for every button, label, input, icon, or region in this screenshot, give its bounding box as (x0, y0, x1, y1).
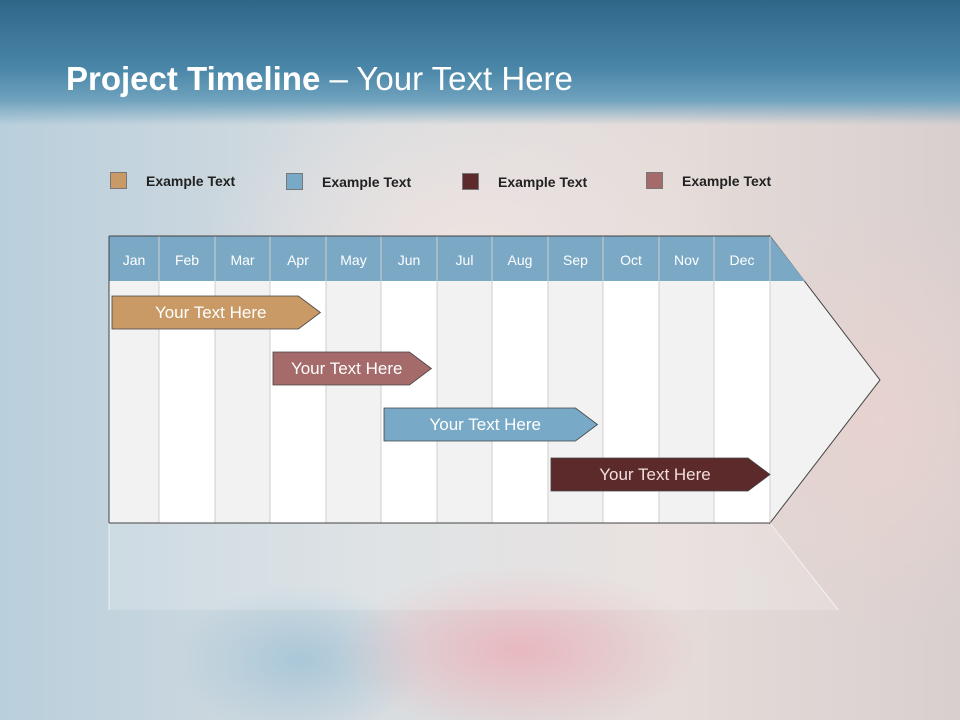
task-bar (272, 351, 433, 386)
month-header (437, 236, 492, 281)
month-label: Aug (508, 252, 533, 268)
legend-label: Example Text (322, 174, 412, 190)
month-header (215, 236, 270, 281)
task-bar (550, 457, 771, 492)
month-column (437, 281, 492, 523)
task-label: Your Text Here (429, 415, 541, 434)
month-header (548, 236, 603, 281)
month-header (381, 236, 437, 281)
legend-label: Example Text (682, 173, 772, 189)
title-bar (0, 0, 960, 125)
month-header (714, 236, 770, 281)
month-header (270, 236, 326, 281)
arrow-head-band (770, 236, 805, 281)
task-bar (111, 295, 322, 330)
title-rest: – Your Text Here (320, 60, 573, 97)
month-label: Oct (620, 252, 642, 268)
legend-swatch (286, 173, 303, 190)
title-bold: Project Timeline (66, 60, 321, 97)
task-label: Your Text Here (291, 359, 403, 378)
month-column (326, 281, 381, 523)
month-label: Mar (230, 252, 254, 268)
task-label: Your Text Here (155, 303, 267, 322)
month-header (159, 236, 215, 281)
month-header (109, 236, 159, 281)
task-label: Your Text Here (599, 465, 711, 484)
month-header (326, 236, 381, 281)
month-label: Sep (563, 252, 588, 268)
month-label: Jul (456, 252, 474, 268)
page-title: Project Timeline – Your Text Here (66, 60, 573, 98)
task-bar (383, 407, 599, 442)
month-header (492, 236, 548, 281)
legend-swatch (646, 172, 663, 189)
month-label: Jan (123, 252, 146, 268)
month-header (603, 236, 659, 281)
legend-swatch (110, 172, 127, 189)
timeline-reflection (109, 523, 840, 610)
month-header (659, 236, 714, 281)
month-column (492, 281, 548, 523)
legend-swatch (462, 173, 479, 190)
month-label: May (340, 252, 366, 268)
month-label: Feb (175, 252, 199, 268)
legend-label: Example Text (146, 173, 236, 189)
legend-label: Example Text (498, 174, 588, 190)
month-column (381, 281, 437, 523)
reflection-edge (769, 522, 839, 611)
month-label: Dec (730, 252, 755, 268)
month-label: Apr (287, 252, 309, 268)
month-label: Jun (398, 252, 421, 268)
month-label: Nov (674, 252, 699, 268)
